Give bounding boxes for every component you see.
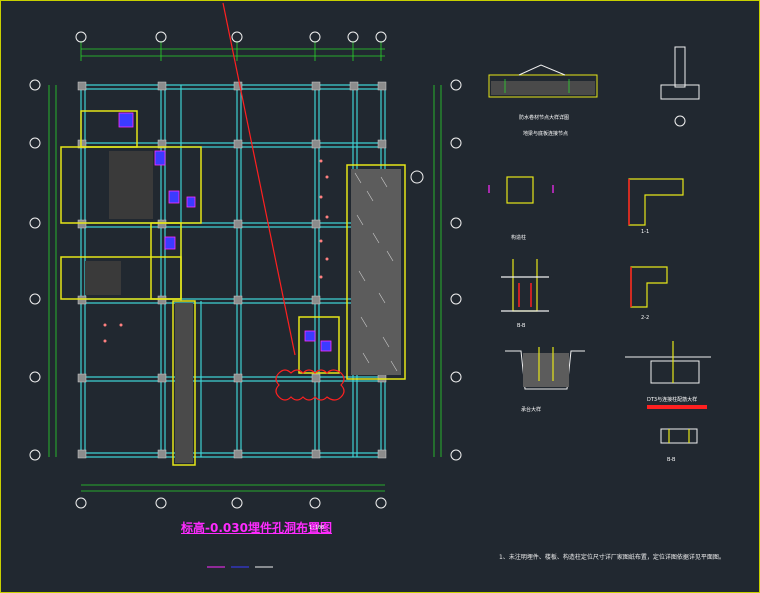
detail-label-4: 构造柱 — [511, 234, 526, 241]
drawing-title: 标高-0.030埋件孔洞布置图 — [181, 521, 332, 535]
detail-2 — [660, 46, 700, 127]
detail-1 — [488, 64, 598, 98]
hatched-areas — [85, 151, 401, 463]
detail-label-3: 1-1 — [641, 229, 649, 235]
columns — [77, 81, 387, 459]
detail-1-fill — [491, 81, 595, 95]
detail-9-underline — [647, 405, 707, 409]
detail-5 — [501, 259, 549, 312]
detail-6 — [630, 266, 668, 308]
dimension-lines — [48, 41, 442, 492]
detail-labels: 防水卷材节点大样详图 地梁与底板连接节点 1-1 构造柱 2-2 B-B 承台大… — [511, 114, 697, 463]
general-note: 1、未注明埋件、楼板、构造柱定位尺寸详厂家图纸布置，定位详图依据详见平面图。 — [499, 554, 725, 561]
walls — [60, 110, 406, 466]
structural-grid — [80, 84, 386, 458]
detail-10 — [660, 428, 698, 444]
revision-cloud — [222, 2, 345, 401]
embedded-parts — [118, 112, 332, 352]
detail-label-6: B-B — [517, 323, 526, 329]
detail-7 — [505, 350, 585, 390]
detail-label-2: 地梁与底板连接节点 — [523, 130, 568, 137]
axis-bubbles — [29, 31, 462, 509]
detail-8 — [625, 356, 711, 384]
scale-label: 1:100 — [309, 525, 325, 531]
detail-label-10: B-B — [667, 457, 676, 463]
speckle-pattern — [354, 172, 398, 372]
detail-label-1: 防水卷材节点大样详图 — [519, 114, 569, 121]
detail-4 — [628, 178, 684, 226]
detail-label-9: DT3与连接柱配筋大样 — [647, 396, 697, 403]
detail-label-5: 2-2 — [641, 315, 649, 321]
detail-3 — [506, 176, 534, 204]
anchor-dots — [103, 159, 329, 343]
detail-label-8: 承台大样 — [521, 406, 541, 413]
